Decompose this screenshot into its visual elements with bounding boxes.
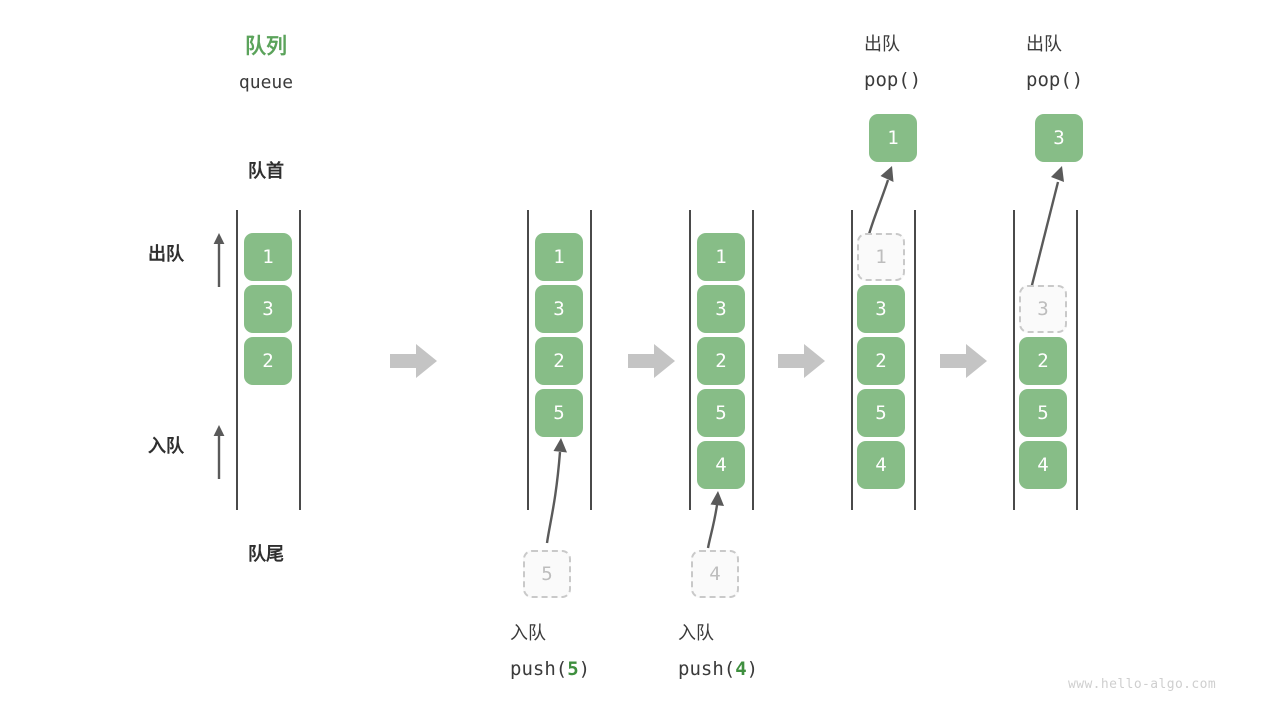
rail-left-p3 [689,210,691,510]
queue-cell: 3 [535,285,583,333]
queue-cell: 5 [697,389,745,437]
rail-left-p5 [1013,210,1015,510]
pop3-label-code: pop() [1026,69,1084,91]
push-arrow-icon [520,430,580,545]
flow-arrow-icon [778,343,826,379]
queue-cell: 4 [1019,441,1067,489]
enqueue-side-label: 入队 [148,436,184,457]
watermark-label: www.hello-algo.com [1068,677,1217,692]
push4-code-prefix: push( [678,658,736,680]
flow-arrow-icon [628,343,676,379]
rail-left-p4 [851,210,853,510]
pending-cell: 5 [523,550,571,598]
pop-arrow-icon [850,160,910,240]
queue-cell: 5 [857,389,905,437]
push5-label-code: push(5) [510,657,590,682]
queue-cell: 4 [857,441,905,489]
rail-right-p3 [752,210,754,510]
rail-right-p5 [1076,210,1078,510]
queue-cell: 3 [244,285,292,333]
dequeue-arrow-icon [212,232,226,287]
rail-right-p2 [590,210,592,510]
pop1-label-code: pop() [864,69,922,91]
push4-label-cn: 入队 [678,623,714,644]
queue-cell: 3 [857,285,905,333]
push5-code-prefix: push( [510,658,568,680]
removed-cell: 1 [857,233,905,281]
push4-code-suffix: ) [746,658,759,680]
dequeue-side-label: 出队 [148,244,184,265]
front-label: 队首 [248,161,284,182]
queue-cell: 5 [1019,389,1067,437]
queue-cell: 2 [1019,337,1067,385]
push-arrow-icon [688,485,738,550]
push5-code-num: 5 [567,658,579,680]
pop1-label-cn: 出队 [864,34,900,55]
rear-label: 队尾 [248,544,284,565]
queue-cell: 1 [244,233,292,281]
queue-cell-new: 5 [535,389,583,437]
queue-title-cn: 队列 [245,34,287,58]
pop3-label-cn: 出队 [1026,34,1062,55]
flow-arrow-icon [940,343,988,379]
push5-label-cn: 入队 [510,623,546,644]
rail-left-p1 [236,210,238,510]
popped-cell: 3 [1035,114,1083,162]
pop-arrow-icon [1008,160,1078,295]
removed-cell: 3 [1019,285,1067,333]
push4-code-num: 4 [735,658,747,680]
rail-right-p4 [914,210,916,510]
pending-cell: 4 [691,550,739,598]
push5-code-suffix: ) [578,658,591,680]
enqueue-arrow-icon [212,424,226,479]
queue-cell: 2 [857,337,905,385]
queue-cell: 2 [697,337,745,385]
queue-cell: 3 [697,285,745,333]
queue-cell: 1 [697,233,745,281]
queue-title-en: queue [238,72,294,93]
push4-label-code: push(4) [678,657,758,682]
queue-cell: 2 [244,337,292,385]
flow-arrow-icon [390,343,438,379]
popped-cell: 1 [869,114,917,162]
rail-right-p1 [299,210,301,510]
queue-cell: 1 [535,233,583,281]
queue-cell: 2 [535,337,583,385]
queue-cell-new: 4 [697,441,745,489]
rail-left-p2 [527,210,529,510]
